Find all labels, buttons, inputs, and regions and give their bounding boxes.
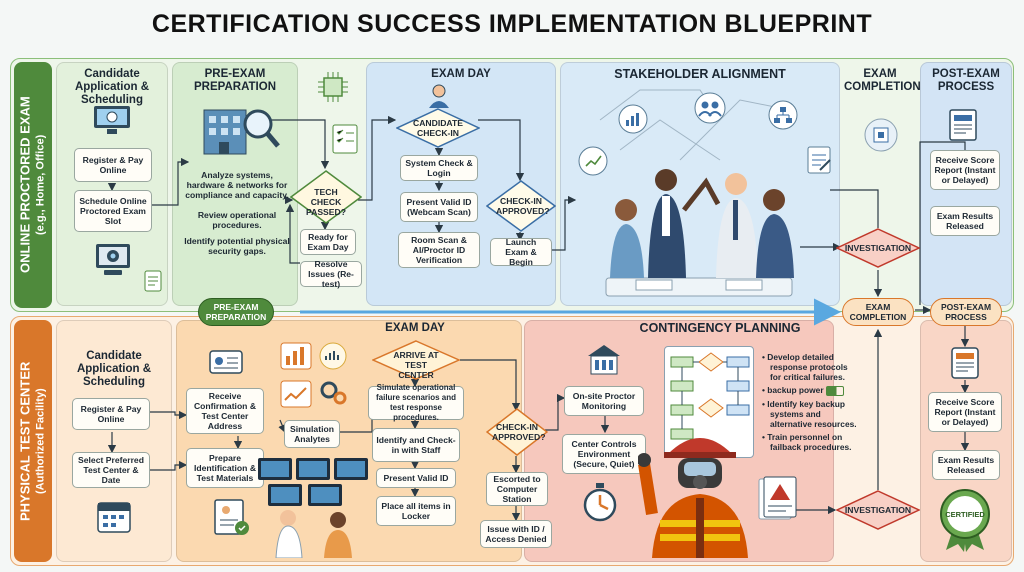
physical-register-button[interactable]: Register & Pay Online	[72, 398, 150, 430]
building-search-icon	[200, 100, 282, 161]
online-score-report-box[interactable]: Receive Score Report (Instant or Delayed…	[930, 150, 1000, 190]
middle-pre-exam-pill[interactable]: PRE-EXAM PREPARATION	[198, 298, 274, 326]
prepare-identification-box[interactable]: Prepare Identification & Test Materials	[186, 448, 264, 488]
online-post-header: POST-EXAM PROCESS	[932, 68, 1000, 93]
online-candidate-header: Candidate Application & Scheduling	[74, 68, 150, 106]
physical-checkin-label: CHECK-IN APPROVED?	[492, 422, 546, 442]
analytics-icon	[578, 146, 608, 181]
certified-badge-label: CERTIFIED	[945, 510, 985, 519]
bullet-backup-systems: • Identify key backup systems and altern…	[762, 398, 857, 429]
room-scan-box[interactable]: Room Scan & AI/Proctor ID Verification	[398, 232, 480, 268]
middle-post-pill[interactable]: POST-EXAM PROCESS	[930, 298, 1002, 326]
contingency-header: CONTINGENCY PLANNING	[639, 321, 801, 335]
physical-score-report-box[interactable]: Receive Score Report (Instant or Delayed…	[928, 392, 1002, 432]
identify-checkin-box[interactable]: Identify and Check-in with Staff	[372, 428, 460, 462]
select-test-center-button[interactable]: Select Preferred Test Center & Date	[72, 452, 150, 488]
id-card-icon	[208, 348, 244, 381]
stopwatch-icon	[582, 482, 618, 527]
report-phone-icon	[950, 346, 980, 385]
control-room-illustration	[252, 454, 372, 563]
bullet-backup-power-text: backup power	[767, 385, 824, 395]
resolve-issues-button[interactable]: Resolve Issues (Re-test)	[300, 259, 362, 289]
physical-investigation-label: INVESTIGATION	[844, 505, 912, 515]
present-id-box[interactable]: Present Valid ID	[376, 468, 456, 488]
issue-access-denied-box[interactable]: Issue with ID / Access Denied	[480, 520, 552, 548]
tech-check-decision: TECH CHECK PASSED?	[290, 170, 362, 224]
candidate-checkin-label: CANDIDATE CHECK-IN	[413, 118, 463, 138]
calendar-icon	[96, 498, 132, 539]
bar-chart-icon	[280, 342, 312, 375]
org-chart-icon	[768, 100, 798, 135]
receive-confirmation-box[interactable]: Receive Confirmation & Test Center Addre…	[186, 388, 264, 434]
document-icon	[144, 270, 162, 297]
bullet-backup-systems-text: Identify key backup systems and alternat…	[767, 398, 857, 429]
physical-results-released-box[interactable]: Exam Results Released	[932, 450, 1000, 480]
warning-document-icon	[758, 476, 798, 527]
online-results-released-box[interactable]: Exam Results Released	[930, 206, 1000, 236]
physical-investigation-decision: INVESTIGATION	[836, 490, 920, 530]
online-register-button[interactable]: Register & Pay Online	[74, 148, 152, 182]
bullet-protocols-text: Develop detailed response protocols for …	[767, 352, 848, 382]
onsite-proctor-box[interactable]: On-site Proctor Monitoring	[564, 386, 644, 416]
physical-exam-day-header: EXAM DAY	[385, 322, 445, 334]
pre-exam-analyze-text: Analyze systems, hardware & networks for…	[185, 170, 289, 200]
bullet-train: • Train personnel on failback procedures…	[762, 431, 852, 452]
escorted-station-box[interactable]: Escorted to Computer Station	[486, 472, 548, 506]
stakeholder-header: STAKEHOLDER ALIGNMENT	[614, 67, 786, 81]
checklist-icon	[332, 124, 358, 159]
checkin-approved-label: CHECK-IN APPROVED?	[496, 196, 550, 216]
gears-icon	[318, 378, 348, 411]
team-meeting-illustration	[596, 160, 802, 305]
processor-icon	[864, 118, 898, 157]
monitor-icon	[92, 104, 132, 141]
system-check-box[interactable]: System Check & Login	[400, 155, 478, 181]
arrive-test-center-decision: ARRIVE AT TEST CENTER	[372, 340, 460, 380]
present-id-webcam-box[interactable]: Present Valid ID (Webcam Scan)	[400, 192, 478, 222]
online-investigation-decision: INVESTIGATION	[836, 228, 920, 268]
arrive-test-center-label: ARRIVE AT TEST CENTER	[393, 350, 439, 380]
candidate-checkin-decision: CANDIDATE CHECK-IN	[396, 108, 480, 148]
middle-completion-pill[interactable]: EXAM COMPLETION	[842, 298, 914, 326]
page-title: CERTIFICATION SUCCESS IMPLEMENTATION BLU…	[151, 10, 873, 38]
simulation-analytes-box[interactable]: Simulation Analytes	[284, 420, 340, 448]
webcam-icon	[94, 242, 132, 283]
certified-badge-icon: CERTIFIED	[936, 488, 994, 552]
test-center-building-icon	[586, 342, 622, 381]
online-schedule-button[interactable]: Schedule Online Proctored Exam Slot	[74, 190, 152, 232]
simulate-failure-box[interactable]: Simulate operational failure scenarios a…	[368, 383, 464, 422]
checkin-approved-decision: CHECK-IN APPROVED?	[486, 180, 556, 232]
contingency-bullets: • Develop detailed response protocols fo…	[762, 352, 858, 455]
trend-chart-icon	[280, 380, 312, 413]
online-pre-exam-zone	[172, 62, 298, 306]
locker-box[interactable]: Place all items in Locker	[376, 496, 456, 526]
bullet-train-text: Train personnel on failback procedures.	[767, 431, 852, 452]
online-investigation-label: INVESTIGATION	[844, 243, 912, 253]
chart-growth-icon	[618, 104, 648, 139]
online-completion-header: EXAM COMPLETION	[844, 68, 921, 93]
team-icon	[694, 92, 726, 129]
online-pre-exam-header: PRE-EXAM PREPARATION	[194, 68, 276, 93]
checklist-badge-icon	[212, 498, 250, 541]
pre-exam-review-text: Review operational procedures.	[197, 210, 277, 230]
clipboard-icon	[806, 144, 834, 179]
ready-exam-day-box[interactable]: Ready for Exam Day	[300, 229, 356, 255]
newspaper-icon	[948, 108, 980, 147]
gauge-icon	[318, 342, 348, 375]
firefighter-illustration	[637, 424, 764, 563]
physical-checkin-decision: CHECK-IN APPROVED?	[486, 408, 548, 456]
bullet-backup-power: • backup power	[762, 385, 858, 396]
launch-exam-button[interactable]: Launch Exam & Begin	[490, 237, 552, 267]
tech-check-label: TECH CHECK PASSED?	[306, 187, 346, 217]
bullet-protocols: • Develop detailed response protocols fo…	[762, 352, 848, 382]
online-exam-day-header: EXAM DAY	[431, 68, 491, 80]
candidate-avatar-icon	[428, 84, 450, 113]
pre-exam-identify-text: Identify potential physical security gap…	[184, 236, 290, 256]
chip-icon	[316, 70, 350, 109]
center-controls-box[interactable]: Center Controls Environment (Secure, Qui…	[562, 434, 646, 474]
physical-candidate-header: Candidate Application & Scheduling	[76, 350, 152, 388]
battery-icon	[825, 385, 844, 396]
